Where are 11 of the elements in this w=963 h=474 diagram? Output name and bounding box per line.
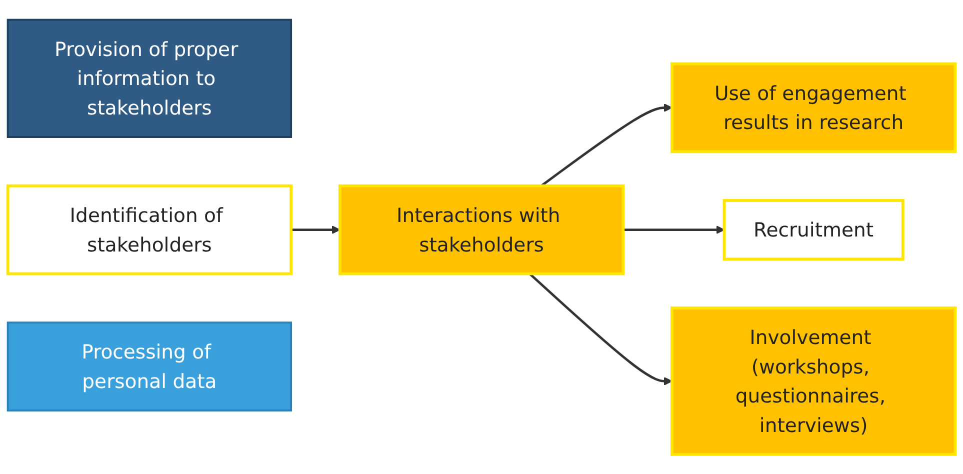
arrow [291,225,340,234]
arrow [540,103,672,187]
node-box: Processing of personal data [6,321,292,412]
node-box: Interactions with stakeholders [338,184,625,276]
node-box: Identification of stakeholders [6,184,293,276]
node-box: Provision of proper information to stakeholders [6,18,292,138]
node-box: Use of engagement results in research [670,62,957,153]
node-box: Recruitment [722,198,904,260]
arrow [528,272,672,386]
node-box: Involvement (workshops, questionnaires, interviews) [670,306,957,456]
arrow [623,225,725,234]
